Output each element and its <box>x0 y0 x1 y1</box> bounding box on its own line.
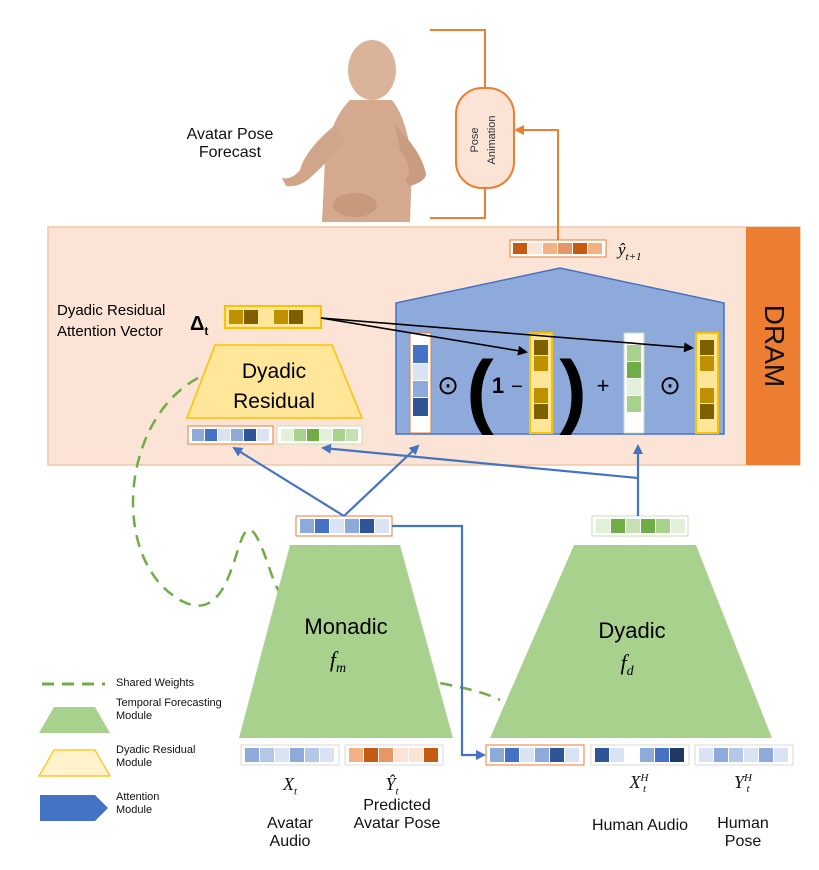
legend-temporal-line1: Temporal Forecasting <box>116 697 222 709</box>
delta-label-line1: Dyadic Residual <box>57 302 165 319</box>
output-vector <box>509 239 607 258</box>
dyadic-feature-vertical <box>623 332 645 434</box>
delta-vertical-2 <box>695 332 719 434</box>
avatar-forecast-line2: Forecast <box>198 144 262 162</box>
y-hat-caption: Predicted Avatar Pose <box>337 797 457 834</box>
dyadic-input-monadic-feature <box>485 744 585 766</box>
x-t-caption-line1: Avatar <box>267 815 313 832</box>
y-h-caption-line2: Pose <box>724 833 762 851</box>
odot-operator-1: ⊙ <box>437 370 459 400</box>
pose-animation-module <box>455 87 515 189</box>
avatar-figure <box>282 40 426 222</box>
delta-symbol: Δt <box>190 313 208 338</box>
dyadic-output-vector <box>591 515 689 537</box>
y-h-caption-line1: Human <box>717 815 769 832</box>
legend-residual-line2: Module <box>116 756 153 769</box>
dyadic-residual-module <box>185 344 364 419</box>
right-paren: ) <box>559 345 586 436</box>
dyadic-residual-label-2: Residual <box>233 390 315 413</box>
arrow-monadic-to-residual <box>232 446 345 517</box>
legend-attention-shape <box>40 795 108 821</box>
odot-operator-2: ⊙ <box>659 370 681 400</box>
legend-temporal-shape <box>39 707 110 733</box>
avatar-forecast-line1: Avatar Pose <box>186 126 274 143</box>
monadic-output-vector <box>295 515 393 537</box>
x-h-caption: Human Audio <box>580 817 700 835</box>
legend-attention-line1: Attention <box>116 791 160 803</box>
dyadic-symbol: fd <box>620 650 634 679</box>
arrow-monadic-to-dyadic-input <box>392 524 486 760</box>
delta-arrow-2 <box>320 317 694 353</box>
legend-temporal-line2: Module <box>116 709 153 722</box>
shared-weights-curve <box>131 376 501 702</box>
x-t-symbol: Xt <box>282 774 298 798</box>
legend-residual-line1: Dyadic Residual <box>116 744 196 756</box>
monadic-module <box>239 545 453 738</box>
input-x-h-vector <box>590 744 690 766</box>
y-hat-caption-line1: Predicted <box>363 797 431 814</box>
avatar-forecast-label: Avatar Pose Forecast <box>165 126 295 163</box>
x-t-caption-line2: Audio <box>269 833 311 851</box>
dyadic-module <box>490 545 772 738</box>
output-label: ŷt+1 <box>616 240 642 263</box>
residual-input-monadic <box>187 425 274 445</box>
legend-attention-label: Attention Module <box>116 791 159 816</box>
delta-arrow-1 <box>320 317 528 356</box>
dram-side-bar <box>746 227 800 465</box>
residual-input-dyadic <box>276 425 363 445</box>
y-hat-symbol: Ŷt <box>385 774 399 798</box>
y-h-caption: Human Pose <box>703 815 783 852</box>
delta-label-line2: Attention Vector <box>57 323 163 340</box>
x-t-caption: Avatar Audio <box>245 815 335 852</box>
one-symbol: 1 <box>492 373 504 398</box>
monadic-feature-vertical <box>409 332 432 434</box>
x-h-caption-line1: Human Audio <box>591 817 689 834</box>
monadic-symbol: fm <box>330 647 346 676</box>
legend-residual-label: Dyadic Residual Module <box>116 744 195 769</box>
dyadic-residual-label-1: Dyadic <box>242 360 306 383</box>
dyadic-label: Dyadic <box>598 618 665 643</box>
input-x-t-vector <box>240 744 340 766</box>
left-paren: ( <box>466 345 494 436</box>
pose-animation-label-1: Pose <box>469 127 481 152</box>
arrow-to-pose-animation <box>514 125 559 240</box>
arrow-monadic-to-attention <box>343 444 420 517</box>
y-hat-caption-line2: Avatar Pose <box>353 815 441 833</box>
legend-attention-line2: Module <box>116 803 153 816</box>
minus-operator: − <box>511 376 523 398</box>
dram-label: DRAM <box>759 305 790 387</box>
delta-vertical-1 <box>529 332 553 434</box>
monadic-label: Monadic <box>304 614 387 639</box>
pose-animation-bracket <box>430 29 486 219</box>
delta-vector <box>224 305 322 329</box>
legend-residual-shape <box>37 749 112 777</box>
plus-operator: + <box>597 373 610 398</box>
legend-shared-weights-label: Shared Weights <box>116 677 195 689</box>
legend-temporal-label: Temporal Forecasting Module <box>116 697 222 722</box>
input-y-hat-vector <box>344 744 444 766</box>
input-y-h-vector <box>694 744 794 766</box>
pose-animation-label-2: Animation <box>486 116 498 165</box>
